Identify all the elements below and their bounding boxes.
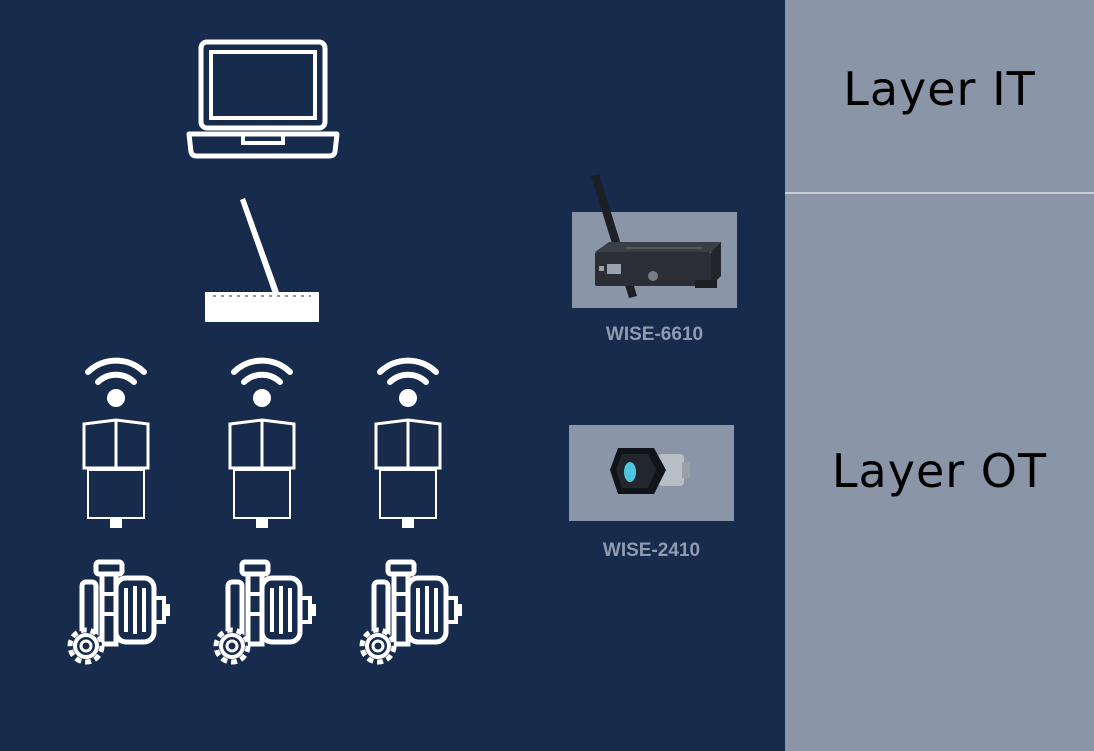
layer-divider <box>785 192 1094 194</box>
sensor-node-icon <box>374 418 442 528</box>
gateway-device-icon <box>591 174 721 298</box>
layer-it-label: Layer IT <box>843 62 1036 116</box>
sensor-node-icon <box>82 418 150 528</box>
vibration-sensor-icon <box>610 448 690 494</box>
motor-icon <box>67 559 170 665</box>
layers-panel <box>785 0 1094 751</box>
sensor-caption: WISE-2410 <box>602 540 701 561</box>
gateway-caption: WISE-6610 <box>605 324 704 345</box>
wifi-icon <box>231 357 293 407</box>
wifi-icon <box>377 357 439 407</box>
sensor-node-icon <box>228 418 296 528</box>
motor-icon <box>359 559 462 665</box>
router-icon <box>205 198 319 322</box>
layer-ot-label: Layer OT <box>831 444 1048 498</box>
motor-icon <box>213 559 316 665</box>
wifi-icon <box>85 357 147 407</box>
laptop-icon <box>186 39 340 159</box>
